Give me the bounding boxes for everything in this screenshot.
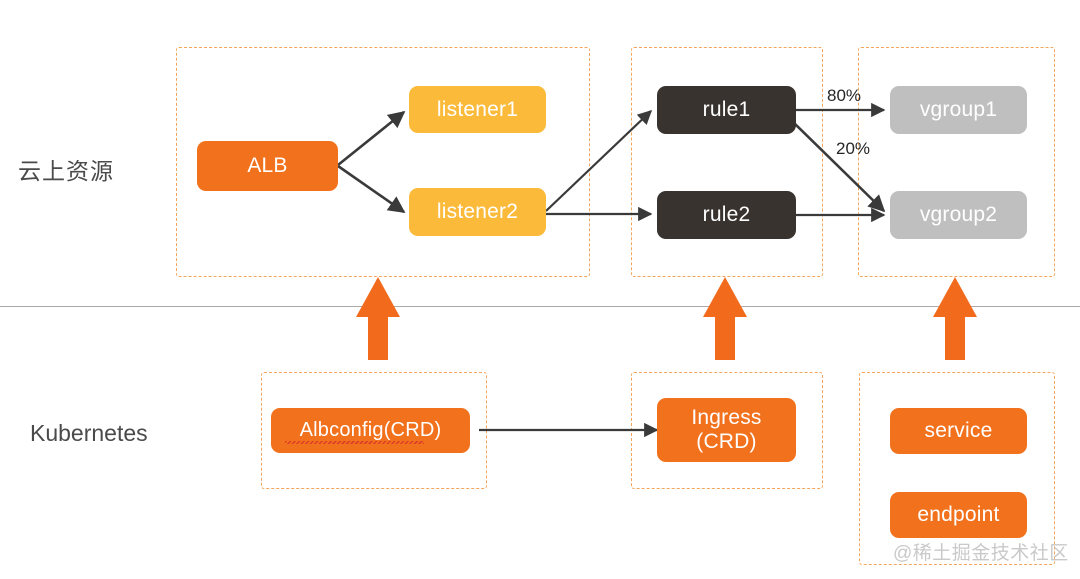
node-vgroup2[interactable]: vgroup2 [890, 191, 1027, 239]
layer-divider [0, 306, 1080, 307]
up-arrow-ingress-to-rules [703, 277, 747, 360]
node-alb[interactable]: ALB [197, 141, 338, 191]
up-arrow-service-to-vgroups [933, 277, 977, 360]
weight-label-20: 20% [836, 139, 871, 158]
zone-service-endpoint [859, 372, 1055, 565]
up-arrow-albconfig-to-alb [356, 277, 400, 360]
node-ingress-line2: (CRD) [696, 430, 757, 453]
node-listener1[interactable]: listener1 [409, 86, 546, 133]
zone-rules [631, 47, 823, 277]
weight-label-80: 80% [827, 86, 862, 105]
kubernetes-label: Kubernetes [30, 420, 148, 446]
node-albconfig[interactable]: Albconfig(CRD) [271, 408, 470, 453]
node-vgroup1[interactable]: vgroup1 [890, 86, 1027, 134]
node-listener2[interactable]: listener2 [409, 188, 546, 236]
node-ingress-line1: Ingress [691, 406, 762, 430]
node-rule1[interactable]: rule1 [657, 86, 796, 134]
cloud-resources-label: 云上资源 [18, 158, 114, 184]
node-ingress[interactable]: Ingress (CRD) [657, 398, 796, 462]
node-service[interactable]: service [890, 408, 1027, 454]
watermark: @稀土掘金技术社区 [893, 543, 1069, 564]
zone-vgroups [858, 47, 1055, 277]
node-endpoint[interactable]: endpoint [890, 492, 1027, 538]
node-rule2[interactable]: rule2 [657, 191, 796, 239]
